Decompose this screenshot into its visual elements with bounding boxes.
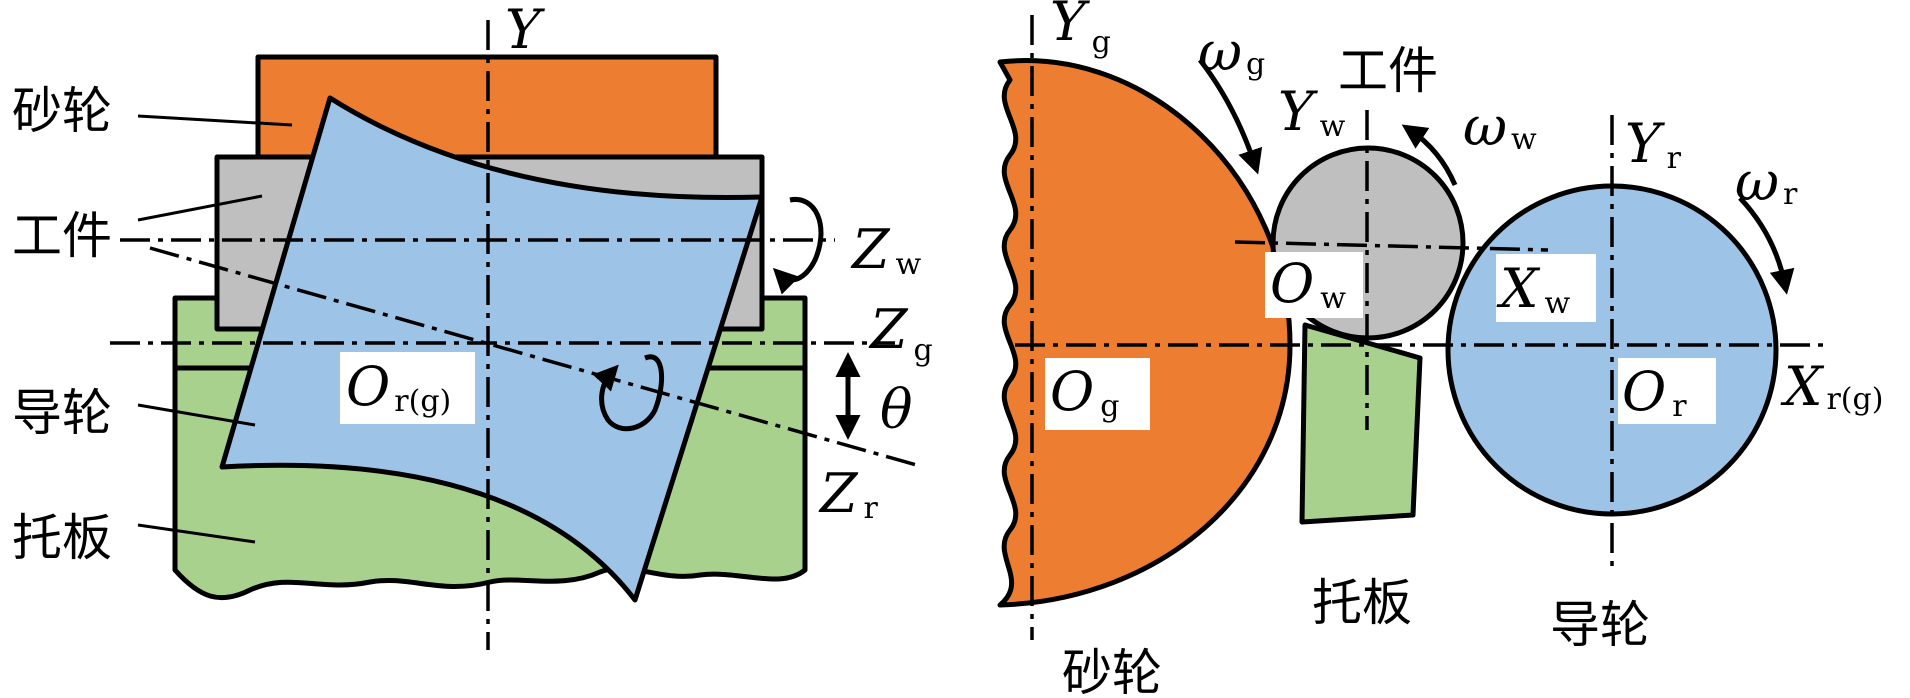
xw-label-box	[1496, 254, 1596, 322]
right-workpiece-label: 工件	[1338, 42, 1438, 100]
origin-r-g-label-box	[340, 352, 475, 424]
left-workpiece-leader	[137, 194, 263, 222]
ow-label-box	[1265, 252, 1363, 318]
right-grinding-wheel-label: 砂轮	[1062, 644, 1162, 698]
right-xw-axis	[1234, 240, 1549, 252]
right-grinding-wheel	[997, 58, 1293, 608]
left-grinding-wheel-leader	[137, 114, 293, 127]
or-label-box	[1618, 358, 1716, 424]
omega-w-arrow	[1401, 124, 1458, 186]
omega-r-arrow	[1738, 196, 1795, 295]
left-workpiece-label: 工件	[12, 207, 112, 265]
left-support-plate-label: 托板	[12, 509, 112, 567]
left-regulating-rotation-arrow	[592, 354, 665, 432]
og-label-box	[1045, 358, 1150, 430]
left-support-plate-leader	[137, 523, 256, 544]
left-regulating-wheel-label: 导轮	[12, 384, 112, 442]
left-y-axis-label: Y	[505, 0, 545, 61]
theta-label: θ	[880, 378, 913, 441]
right-support-plate	[1299, 322, 1423, 525]
left-regulating-wheel	[219, 95, 765, 603]
omega-g-arrow	[1198, 58, 1263, 175]
right-regulating-wheel-label: 导轮	[1550, 596, 1650, 654]
left-zr-axis	[149, 246, 921, 468]
right-support-plate-label: 托板	[1312, 574, 1412, 632]
left-workpiece-rotation-arrow	[772, 197, 824, 295]
left-grinding-wheel-label: 砂轮	[12, 82, 112, 140]
left-regulating-wheel-leader	[137, 403, 256, 427]
